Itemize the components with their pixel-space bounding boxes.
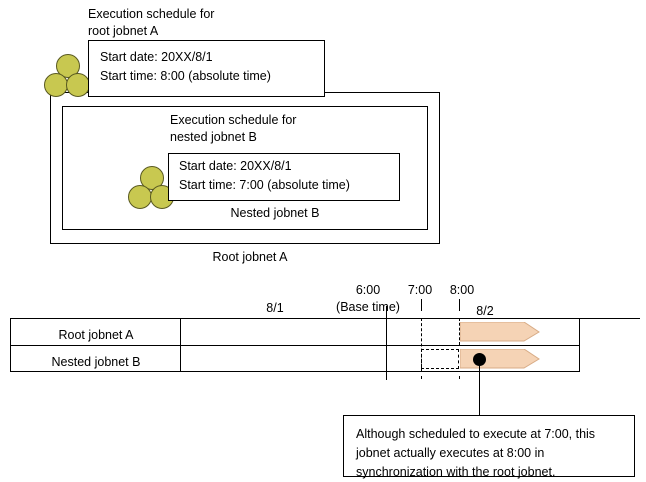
- annotation-line1: Although scheduled to execute at 7:00, t…: [356, 427, 596, 441]
- root-jobnet-caption-line1: Execution schedule for: [88, 7, 215, 21]
- root-jobnet-schedule-box: Start date: 20XX/8/1 Start time: 8:00 (a…: [88, 40, 325, 97]
- timeline-label-divider: [180, 318, 181, 372]
- date-label-8-2: 8/2: [476, 304, 494, 318]
- base-time-gridline: [386, 306, 387, 380]
- nested-jobnet-start-date: Start date: 20XX/8/1: [179, 159, 292, 173]
- annotation-line2: jobnet actually executes at 8:00 in: [356, 446, 545, 460]
- root-jobnet-container-label: Root jobnet A: [212, 250, 288, 264]
- annotation-leader-line: [479, 360, 480, 415]
- jobnet-icon-circle-left: [44, 73, 68, 97]
- tick-stub-7-00: [421, 299, 422, 311]
- nested-jobnet-schedule-box: Start date: 20XX/8/1 Start time: 7:00 (a…: [168, 153, 400, 201]
- axis-tick-6-00: [386, 376, 387, 379]
- nested-jobnet-caption-line1: Execution schedule for: [170, 113, 297, 127]
- time-label-6-00: 6:00: [355, 283, 381, 297]
- gridline-7-00: [421, 318, 422, 372]
- timeline-row-label-nested: Nested jobnet B: [51, 355, 141, 369]
- timeline-row-divider: [10, 345, 580, 346]
- nested-jobnet-container-label: Nested jobnet B: [230, 206, 320, 220]
- jobnet-icon-circle-right: [66, 73, 90, 97]
- annotation-line3: synchronization with the root jobnet.: [356, 465, 556, 479]
- exec-arrow-root-jobnet: [460, 322, 540, 342]
- root-jobnet-start-time: Start time: 8:00 (absolute time): [100, 69, 271, 83]
- date-label-8-1: 8/1: [266, 301, 284, 315]
- annotation-callout: Although scheduled to execute at 7:00, t…: [343, 415, 635, 479]
- time-label-8-00: 8:00: [449, 283, 475, 297]
- nested-jobnet-start-time: Start time: 7:00 (absolute time): [179, 178, 350, 192]
- axis-tick-7-00: [421, 376, 422, 379]
- exec-arrow-nested-jobnet: [460, 349, 540, 369]
- jobnet-icon-circle-left: [128, 185, 152, 209]
- time-label-7-00: 7:00: [407, 283, 433, 297]
- root-jobnet-icon: [44, 54, 90, 100]
- axis-tick-8-00: [459, 376, 460, 379]
- nested-jobnet-container: [62, 106, 428, 230]
- root-jobnet-start-date: Start date: 20XX/8/1: [100, 50, 213, 64]
- root-jobnet-caption-line2: root jobnet A: [88, 24, 159, 38]
- nested-jobnet-caption-line2: nested jobnet B: [170, 130, 257, 144]
- base-time-note: (Base time): [336, 300, 400, 314]
- scheduled-slot-nested-jobnet: [421, 349, 459, 369]
- timeline-row-label-root: Root jobnet A: [58, 328, 134, 342]
- tick-stub-8-00: [459, 299, 460, 311]
- execution-marker-dot: [473, 353, 486, 366]
